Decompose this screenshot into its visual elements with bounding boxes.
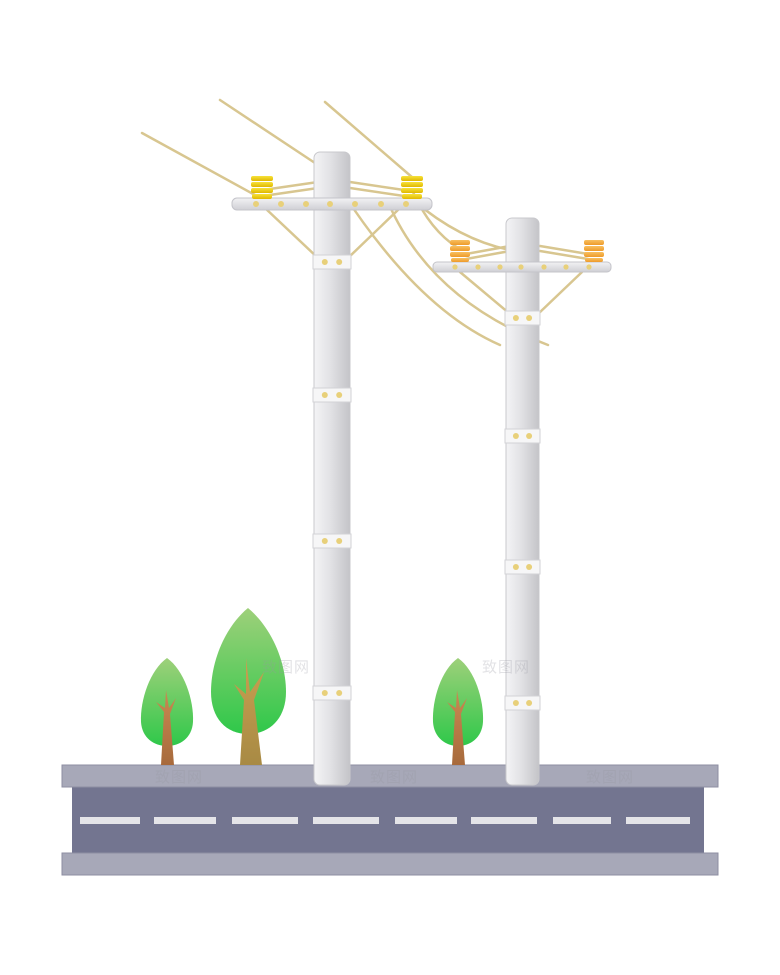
lane-mark <box>154 817 216 824</box>
pole-band <box>504 428 541 444</box>
bolt <box>541 264 547 270</box>
wire <box>263 206 320 260</box>
pole-band <box>504 559 541 575</box>
arm-bolts <box>452 264 592 270</box>
pole-band <box>312 254 352 270</box>
curb-top <box>61 764 719 788</box>
bolt <box>452 264 458 270</box>
pole-band <box>312 533 352 549</box>
wire <box>538 249 590 261</box>
pole-bands <box>504 310 541 711</box>
bolt <box>586 264 592 270</box>
lane-mark <box>80 817 140 824</box>
lane-mark <box>626 817 690 824</box>
bolt <box>352 201 358 207</box>
bolt <box>497 264 503 270</box>
pole-shaft <box>505 217 540 786</box>
tree-trunk <box>234 658 264 765</box>
tree-trunk <box>156 690 176 765</box>
bolt <box>278 201 284 207</box>
wire <box>346 206 402 260</box>
pole-band <box>504 310 541 326</box>
bolt <box>327 201 333 207</box>
insulator-right <box>584 240 604 262</box>
bolt <box>563 264 569 270</box>
bolt <box>518 264 524 270</box>
wire <box>458 270 512 316</box>
wire <box>464 249 512 261</box>
bolt <box>303 201 309 207</box>
lane-mark <box>395 817 457 824</box>
bolt <box>475 264 481 270</box>
wire <box>536 270 584 316</box>
tree-large <box>211 608 286 765</box>
wire <box>140 131 257 197</box>
pole-bands <box>312 254 352 701</box>
wire <box>218 98 320 167</box>
road <box>61 764 719 876</box>
insulator-right <box>401 176 423 199</box>
lane-mark <box>553 817 611 824</box>
tree-small-right <box>432 658 484 765</box>
tree-small-left <box>140 658 194 765</box>
wire <box>538 244 590 256</box>
lane-mark <box>471 817 537 824</box>
bolt <box>378 201 384 207</box>
insulator-left <box>450 240 470 262</box>
lane-mark <box>232 817 298 824</box>
pole-shaft <box>313 151 351 786</box>
power-wires <box>140 98 590 347</box>
lane-mark <box>313 817 379 824</box>
pole-band <box>312 685 352 701</box>
insulator-left <box>251 176 273 199</box>
wire <box>348 186 406 198</box>
utility-pole-left <box>231 151 433 786</box>
bolt <box>403 201 409 207</box>
lane-markings <box>80 817 690 824</box>
pole-band <box>312 387 352 403</box>
wire <box>348 180 406 192</box>
utility-pole-right <box>432 217 612 786</box>
curb-bottom <box>61 852 719 876</box>
tree-trunk <box>447 690 467 765</box>
wire <box>323 100 415 180</box>
arm-bolts <box>253 201 409 207</box>
wire <box>261 186 320 198</box>
wire <box>343 194 502 347</box>
tree-foliage <box>211 608 286 734</box>
pole-band <box>504 695 541 711</box>
wire <box>464 244 512 256</box>
bolt <box>253 201 259 207</box>
